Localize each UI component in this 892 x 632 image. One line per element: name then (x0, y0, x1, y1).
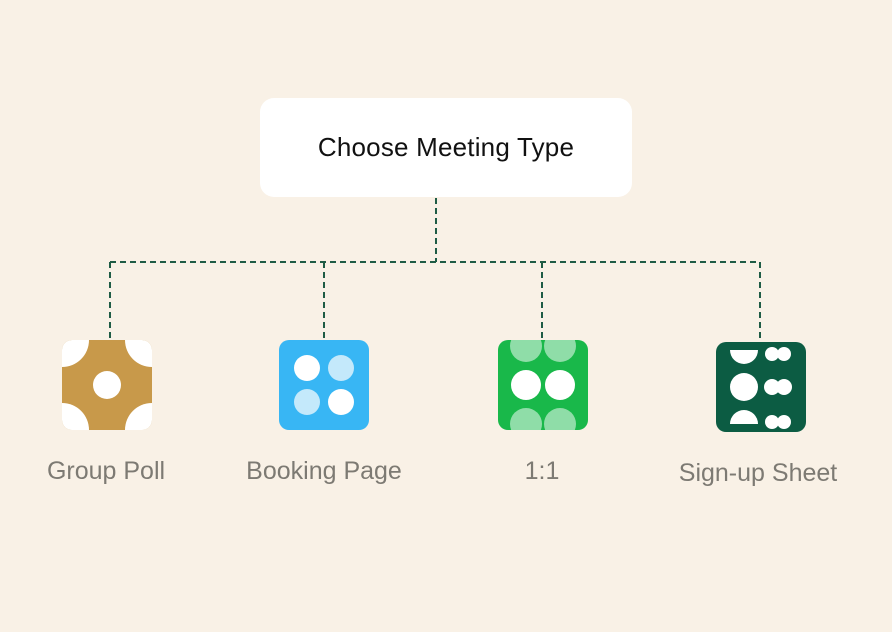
booking-page-icon[interactable] (279, 340, 369, 430)
option-label-booking-page[interactable]: Booking Page (246, 457, 402, 485)
root-title: Choose Meeting Type (317, 132, 575, 162)
option-label-sign-up-sheet[interactable]: Sign-up Sheet (678, 459, 838, 487)
option-label-one-on-one[interactable]: 1:1 (524, 457, 560, 485)
one-on-one-icon[interactable] (498, 340, 588, 430)
group-poll-icon[interactable] (62, 340, 152, 430)
option-label-group-poll[interactable]: Group Poll (46, 457, 166, 485)
sign-up-sheet-icon[interactable] (716, 342, 806, 432)
choose-meeting-type-box: Choose Meeting Type (260, 98, 632, 197)
